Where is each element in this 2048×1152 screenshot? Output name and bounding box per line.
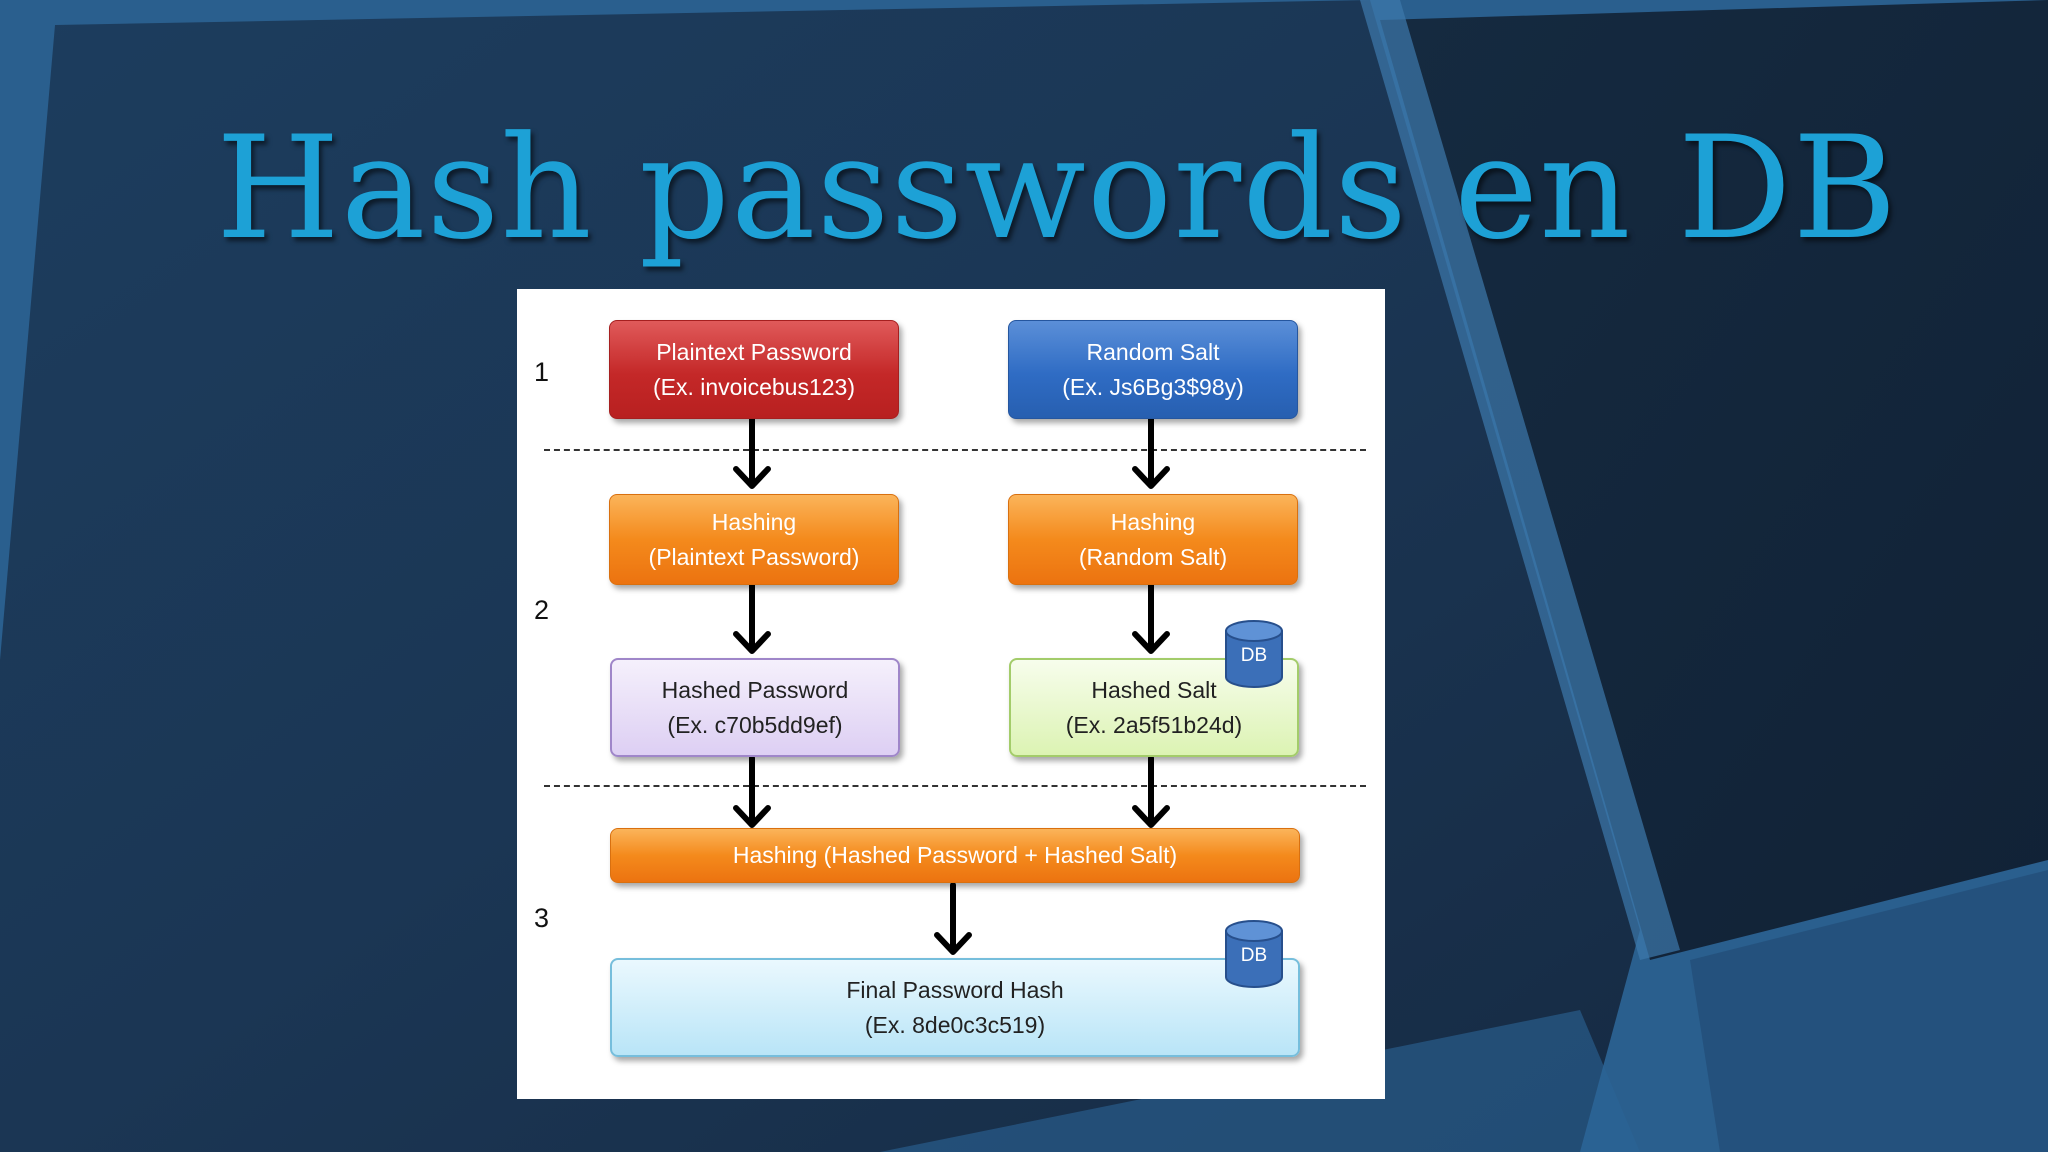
arrow-hashed-password-to-combined (733, 755, 771, 828)
plaintext-password-box: Plaintext Password (Ex. invoicebus123) (609, 320, 899, 419)
hashing-salt-box: Hashing (Random Salt) (1008, 494, 1298, 585)
hashed-salt-example: (Ex. 2a5f51b24d) (1065, 711, 1243, 738)
hashing-salt-title: Hashing (1110, 508, 1196, 535)
arrow-combined-to-final (934, 882, 972, 955)
hashing-plaintext-box: Hashing (Plaintext Password) (609, 494, 899, 585)
flow-arrows (733, 416, 1170, 955)
step-number-2: 2 (534, 595, 550, 625)
divider-step-1-2 (544, 449, 1366, 451)
final-hash-example: (Ex. 8de0c3c519) (864, 1011, 1046, 1038)
divider-step-2-3 (544, 785, 1366, 787)
hashed-password-title: Hashed Password (661, 676, 849, 703)
hashing-plaintext-title: Hashing (711, 508, 797, 535)
hashing-plaintext-subtitle: (Plaintext Password) (648, 543, 860, 570)
slide-title: Hash passwords en DB (216, 106, 1898, 271)
database-icon: DB (1224, 619, 1284, 691)
arrow-plaintext-to-hashing (733, 416, 771, 489)
database-label: DB (1240, 645, 1268, 666)
arrow-salt-to-hashing (1132, 416, 1170, 489)
hashing-salt-subtitle: (Random Salt) (1078, 543, 1228, 570)
hashed-salt-title: Hashed Salt (1091, 676, 1217, 703)
hashed-password-box: Hashed Password (Ex. c70b5dd9ef) (610, 658, 900, 757)
random-salt-title: Random Salt (1086, 338, 1220, 365)
final-hash-title: Final Password Hash (846, 976, 1064, 1003)
random-salt-example: (Ex. Js6Bg3$98y) (1062, 373, 1244, 400)
final-hash-box: Final Password Hash (Ex. 8de0c3c519) (610, 958, 1300, 1057)
arrow-hashing-to-hashed-password (733, 582, 771, 654)
hashed-password-example: (Ex. c70b5dd9ef) (667, 711, 843, 738)
random-salt-box: Random Salt (Ex. Js6Bg3$98y) (1008, 320, 1298, 419)
arrow-hashed-salt-to-combined (1132, 755, 1170, 828)
arrow-hashing-to-hashed-salt (1132, 582, 1170, 654)
step-number-1: 1 (534, 357, 550, 387)
database-icon: DB (1224, 919, 1284, 991)
plaintext-password-example: (Ex. invoicebus123) (653, 373, 855, 400)
hashed-salt-box: Hashed Salt (Ex. 2a5f51b24d) (1009, 658, 1299, 757)
combined-hashing-label: Hashing (Hashed Password + Hashed Salt) (732, 842, 1178, 868)
diagram-panel: 1 2 3 (517, 289, 1385, 1099)
combined-hashing-box: Hashing (Hashed Password + Hashed Salt) (610, 828, 1300, 883)
plaintext-password-title: Plaintext Password (656, 338, 852, 365)
step-number-3: 3 (534, 903, 550, 933)
database-label: DB (1240, 945, 1268, 966)
